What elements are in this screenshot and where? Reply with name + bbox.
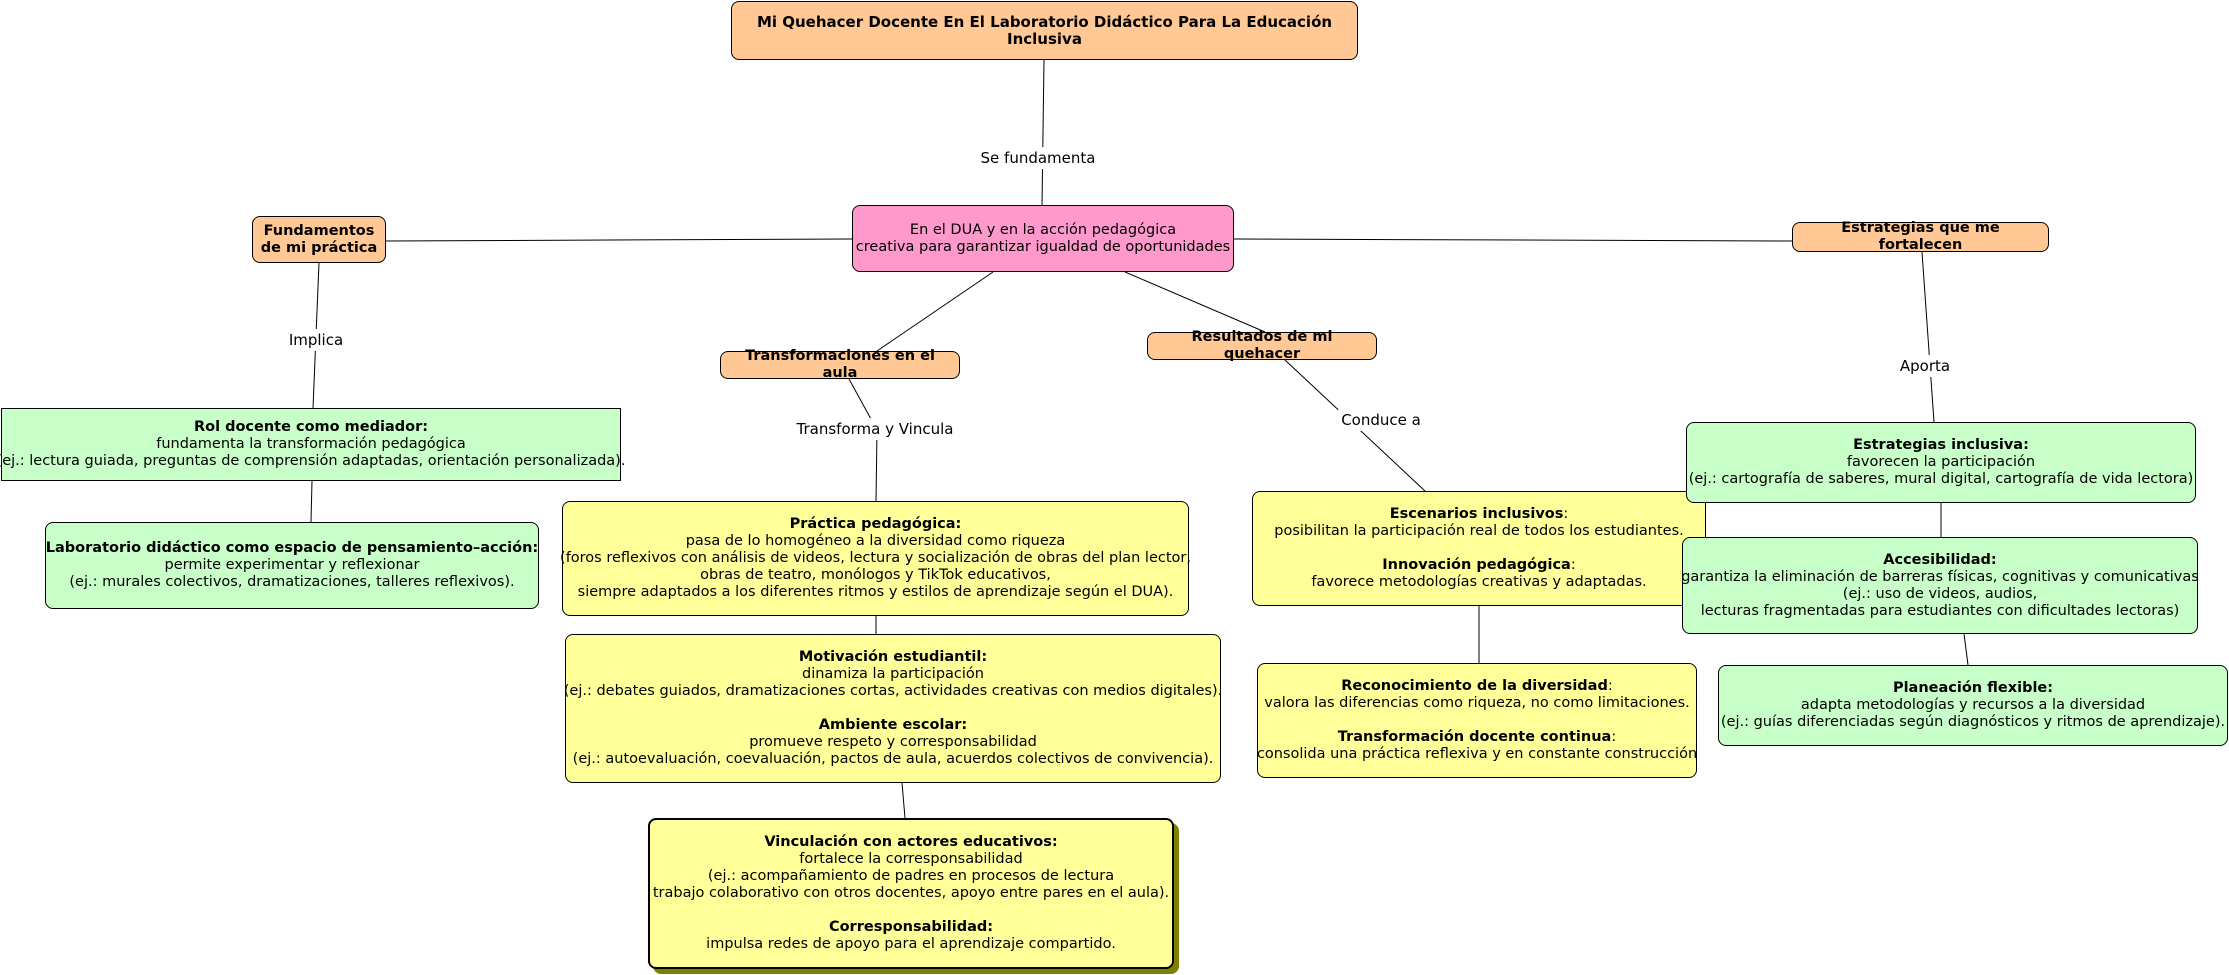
map-title: Mi Quehacer Docente En El Laboratorio Di… [731, 1, 1358, 60]
motivacion-node: Motivación estudiantil: dinamiza la part… [563, 634, 1223, 783]
connector-line [901, 782, 906, 819]
reconocimiento-line: valora las diferencias como riqueza, no … [1264, 695, 1690, 711]
map-title-text: Mi Quehacer Docente En El Laboratorio Di… [756, 12, 1333, 48]
planeacion-line: (ej.: guías diferenciadas según diagnóst… [1720, 714, 2226, 730]
accesibilidad-line: lecturas fragmentadas para estudiantes c… [1700, 602, 2180, 619]
branch-estrategias-label: Estrategias que me fortalecen [1841, 220, 2000, 253]
estrategias-inclusiva-line: (ej.: cartografía de saberes, mural digi… [1688, 471, 2194, 487]
connector-line [1124, 271, 1266, 333]
link-label-implica: Implica [285, 329, 347, 351]
vinculacion-line: fortalece la corresponsabilidad [799, 851, 1023, 867]
reconocimiento-colon: : [1607, 678, 1613, 694]
innovacion-heading: Innovación pedagógica [1382, 557, 1571, 573]
connector-line [875, 429, 878, 502]
corresponsabilidad-line: impulsa redes de apoyo para el aprendiza… [706, 936, 1116, 952]
rol-docente-node: Rol docente como mediador: fundamenta la… [0, 408, 625, 481]
accesibilidad-heading: Accesibilidad: [1883, 551, 1997, 568]
connector-line [385, 238, 853, 242]
transformacion-colon: : [1611, 729, 1617, 745]
branch-fundamentos-line: Fundamentos [263, 222, 375, 239]
reconocimiento-node: Reconocimiento de la diversidad: valora … [1257, 663, 1697, 778]
link-label-conduce: Conduce a [1338, 409, 1424, 431]
connector-line [876, 271, 994, 352]
central-concept-line: En el DUA y en la acción pedagógica [909, 221, 1177, 238]
motivacion-line: (ej.: debates guiados, dramatizaciones c… [563, 683, 1223, 699]
transformacion-heading: Transformación docente continua [1337, 729, 1612, 745]
practica-heading: Práctica pedagógica: [789, 516, 962, 532]
practica-line: pasa de lo homogéneo a la diversidad com… [685, 533, 1066, 549]
rol-docente-line: fundamenta la transformación pedagógica [156, 436, 466, 452]
rol-docente-line: (ej.: lectura guiada, preguntas de compr… [0, 453, 626, 469]
ambiente-heading: Ambiente escolar: [818, 717, 968, 733]
vinculacion-heading: Vinculación con actores educativos: [764, 834, 1058, 850]
connector-line [1921, 251, 1935, 423]
vinculacion-node: Vinculación con actores educativos: fort… [648, 818, 1174, 969]
branch-transformaciones: Transformaciones en el aula [720, 348, 960, 381]
laboratorio-line: (ej.: murales colectivos, dramatizacione… [69, 574, 515, 590]
estrategias-inclusiva-heading: Estrategias inclusiva: [1853, 437, 2029, 453]
laboratorio-line: permite experimentar y reflexionar [164, 557, 420, 573]
estrategias-inclusiva-line: favorecen la participación [1846, 454, 2036, 470]
vinculacion-line: trabajo colaborativo con otros docentes,… [652, 885, 1170, 901]
connector-line [1233, 238, 1793, 242]
central-concept: En el DUA y en la acción pedagógica crea… [852, 205, 1234, 272]
practica-node: Práctica pedagógica: pasa de lo homogéne… [560, 501, 1191, 616]
branch-fundamentos-line: de mi práctica [260, 239, 378, 256]
corresponsabilidad-heading: Corresponsabilidad: [828, 919, 994, 935]
motivacion-heading: Motivación estudiantil: [798, 649, 988, 665]
branch-fundamentos: Fundamentos de mi práctica [252, 216, 386, 263]
rol-docente-heading: Rol docente como mediador: [193, 419, 429, 435]
laboratorio-heading: Laboratorio didáctico como espacio de pe… [45, 540, 539, 556]
transformacion-line: consolida una práctica reflexiva y en co… [1256, 746, 1698, 762]
innovacion-colon: : [1570, 557, 1576, 573]
ambiente-line: promueve respeto y corresponsabilidad [749, 734, 1037, 750]
planeacion-line: adapta metodologías y recursos a la dive… [1800, 697, 2146, 713]
innovacion-line: favorece metodologías creativas y adapta… [1311, 574, 1647, 590]
accesibilidad-line: (ej.: uso de videos, audios, [1842, 585, 2038, 602]
branch-resultados-label: Resultados de mi quehacer [1191, 329, 1333, 362]
reconocimiento-heading: Reconocimiento de la diversidad [1341, 678, 1608, 694]
practica-line: (foros reflexivos con análisis de videos… [560, 550, 1191, 566]
connector-line [1963, 633, 1969, 666]
branch-estrategias: Estrategias que me fortalecen [1792, 220, 2049, 253]
estrategias-inclusiva-node: Estrategias inclusiva: favorecen la part… [1686, 422, 2196, 503]
branch-resultados: Resultados de mi quehacer [1147, 329, 1377, 362]
central-concept-line: creativa para garantizar igualdad de opo… [855, 238, 1231, 255]
link-label-aporta: Aporta [1896, 355, 1954, 377]
escenarios-heading: Escenarios inclusivos [1389, 506, 1564, 522]
escenarios-node: Escenarios inclusivos: posibilitan la pa… [1252, 491, 1706, 606]
practica-line: obras de teatro, monólogos y TikTok educ… [700, 567, 1051, 583]
accesibilidad-node: Accesibilidad: garantiza la eliminación … [1681, 537, 2199, 634]
vinculacion-line: (ej.: acompañamiento de padres en proces… [707, 868, 1115, 884]
practica-line: siempre adaptados a los diferentes ritmo… [577, 584, 1174, 600]
connector-line [1041, 59, 1045, 207]
accesibilidad-line: garantiza la eliminación de barreras fís… [1681, 568, 2199, 585]
escenarios-colon: : [1563, 506, 1569, 522]
motivacion-line: dinamiza la participación [801, 666, 984, 682]
link-label-se-fundamenta: Se fundamenta [977, 147, 1099, 169]
branch-transformaciones-label: Transformaciones en el aula [745, 348, 935, 381]
connector-line [310, 480, 313, 523]
laboratorio-node: Laboratorio didáctico como espacio de pe… [45, 522, 539, 609]
ambiente-line: (ej.: autoevaluación, coevaluación, pact… [572, 751, 1214, 767]
planeacion-node: Planeación flexible: adapta metodologías… [1718, 665, 2228, 746]
link-label-transforma: Transforma y Vincula [793, 418, 957, 440]
planeacion-heading: Planeación flexible: [1892, 680, 2054, 696]
escenarios-line: posibilitan la participación real de tod… [1274, 523, 1684, 539]
